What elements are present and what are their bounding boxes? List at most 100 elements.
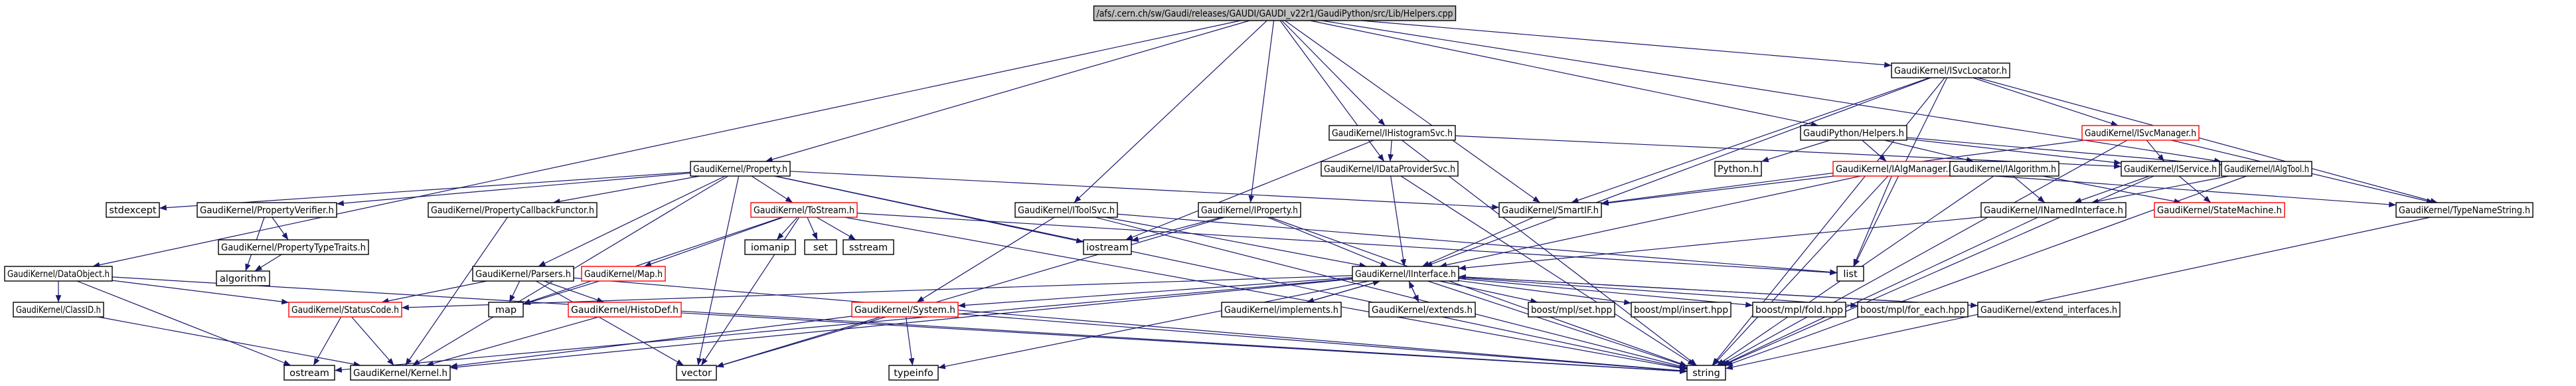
- node-box: [1980, 202, 2127, 218]
- edge-property-to-tostream: [751, 175, 793, 203]
- graph-node-list[interactable]: list: [1836, 266, 1864, 282]
- node-box: [13, 302, 104, 318]
- graph-node-classid[interactable]: GaudiKernel/ClassID.h: [13, 302, 104, 318]
- graph-node-extendifaces[interactable]: GaudiKernel/extend_interfaces.h: [1977, 302, 2121, 318]
- edge-tostream-to-set: [807, 217, 818, 241]
- graph-node-ialgtool[interactable]: GaudiKernel/IAlgTool.h: [2221, 161, 2312, 177]
- graph-node-propverifier[interactable]: GaudiKernel/PropertyVerifier.h: [197, 202, 337, 218]
- edge-iinterface-to-typeinfo: [937, 280, 1370, 369]
- node-box: [106, 202, 160, 218]
- node-label: GaudiKernel/extends.h: [1372, 305, 1473, 316]
- graph-node-sstream[interactable]: sstream: [843, 239, 894, 255]
- graph-node-map[interactable]: map: [488, 302, 524, 318]
- edge-system-to-string: [957, 313, 1688, 374]
- graph-node-iomanip[interactable]: iomanip: [744, 239, 796, 255]
- graph-node-iproperty[interactable]: GaudiKernel/IProperty.h: [1198, 202, 1301, 218]
- edge-iservice-to-statemachine: [2178, 175, 2212, 203]
- edge-itoolsvc-to-iinterface: [1105, 217, 1367, 268]
- graph-node-itoolsvc[interactable]: GaudiKernel/IToolSvc.h: [1014, 202, 1118, 218]
- graph-node-system[interactable]: GaudiKernel/System.h: [851, 302, 959, 318]
- edge-propverifier-to-proptypetraits: [272, 217, 289, 241]
- graph-node-string[interactable]: string: [1686, 365, 1726, 381]
- edge-iinterface-to-kernel: [449, 278, 1353, 370]
- graph-node-iservice[interactable]: GaudiKernel/IService.h: [2121, 161, 2220, 177]
- graph-node-ihistosvc[interactable]: GaudiKernel/IHistogramSvc.h: [1328, 125, 1456, 141]
- edge-iinterface-to-ostream: [334, 278, 1353, 373]
- edge-root-to-gphelpers: [1310, 20, 1818, 128]
- node-label: boost/mpl/for_each.hpp: [1860, 305, 1965, 316]
- graph-node-ialgorithm[interactable]: GaudiKernel/IAlgorithm.h: [1949, 161, 2059, 177]
- node-box: [744, 239, 796, 255]
- graph-node-statuscode[interactable]: GaudiKernel/StatusCode.h: [288, 302, 402, 318]
- graph-node-iostream[interactable]: iostream: [1083, 239, 1132, 255]
- node-box: [1093, 5, 1457, 21]
- edge-ihistosvc-to-idataprovider: [1388, 140, 1394, 162]
- graph-node-mplfold[interactable]: boost/mpl/fold.hpp: [1752, 302, 1846, 318]
- edge-parsers-to-statuscode: [381, 280, 487, 304]
- graph-node-isvclocator[interactable]: GaudiKernel/ISvcLocator.h: [1891, 62, 2010, 78]
- graph-node-histodef[interactable]: GaudiKernel/HistoDef.h: [568, 302, 682, 318]
- node-box: [1498, 202, 1602, 218]
- node-box: [1949, 161, 2059, 177]
- graph-node-ostream[interactable]: ostream: [283, 365, 335, 381]
- edge-tostream-to-list: [856, 213, 1838, 276]
- graph-node-property[interactable]: GaudiKernel/Property.h: [690, 161, 791, 177]
- node-label: Python.h: [1718, 164, 1759, 175]
- graph-node-dataobject[interactable]: GaudiKernel/DataObject.h: [4, 266, 113, 282]
- node-box: [1686, 365, 1726, 381]
- graph-node-mplforeach[interactable]: boost/mpl/for_each.hpp: [1857, 302, 1969, 318]
- node-label: sstream: [849, 242, 888, 253]
- node-label: ostream: [289, 368, 329, 379]
- graph-node-proptypetraits[interactable]: GaudiKernel/PropertyTypeTraits.h: [218, 239, 369, 255]
- graph-node-set[interactable]: set: [804, 239, 837, 255]
- node-box: [2154, 202, 2285, 218]
- node-label: GaudiKernel/StatusCode.h: [291, 305, 399, 316]
- graph-node-mplset[interactable]: boost/mpl/set.hpp: [1528, 302, 1615, 318]
- graph-node-mplinsert[interactable]: boost/mpl/insert.hpp: [1631, 302, 1731, 318]
- edge-extends-to-iinterface: [1408, 280, 1419, 303]
- graph-node-kernel[interactable]: GaudiKernel/Kernel.h: [350, 365, 451, 381]
- edge-isvclocator-to-string: [1712, 77, 1945, 366]
- graph-node-smartif[interactable]: GaudiKernel/SmartIF.h: [1498, 202, 1602, 218]
- node-label: GaudiKernel/IAlgTool.h: [2224, 164, 2309, 175]
- edge-gphelpers-to-python: [1761, 140, 1830, 163]
- node-box: [750, 202, 858, 218]
- graph-node-iinterface[interactable]: GaudiKernel/IInterface.h: [1352, 266, 1459, 282]
- graph-node-gphelpers[interactable]: GaudiPython/Helpers.h: [1800, 125, 1907, 141]
- graph-node-statemachine[interactable]: GaudiKernel/StateMachine.h: [2154, 202, 2285, 218]
- edge-iproperty-to-string: [1269, 217, 1688, 367]
- graph-node-root[interactable]: /afs/.cern.ch/sw/Gaudi/releases/GAUDI/GA…: [1093, 5, 1457, 21]
- graph-node-gkmap[interactable]: GaudiKernel/Map.h: [581, 266, 666, 282]
- edge-iinterface-to-statuscode: [401, 275, 1353, 311]
- node-box: [2081, 125, 2200, 141]
- node-box: [288, 302, 402, 318]
- graph-node-typenamestring[interactable]: GaudiKernel/TypeNameString.h: [2395, 202, 2534, 218]
- graph-node-isvcmanager[interactable]: GaudiKernel/ISvcManager.h: [2081, 125, 2200, 141]
- graph-node-vector[interactable]: vector: [676, 365, 717, 381]
- node-label: boost/mpl/fold.hpp: [1755, 305, 1843, 316]
- edge-itoolsvc-to-list: [1117, 213, 1838, 275]
- edge-typenamestring-to-string: [1725, 217, 2431, 370]
- graph-node-ialgmanager[interactable]: GaudiKernel/IAlgManager.h: [1832, 161, 1957, 177]
- graph-node-stdexcept[interactable]: stdexcept: [106, 202, 160, 218]
- node-label: GaudiKernel/PropertyVerifier.h: [200, 205, 334, 216]
- graph-node-idataprovider[interactable]: GaudiKernel/IDataProviderSvc.h: [1321, 161, 1459, 177]
- graph-node-algorithm[interactable]: algorithm: [216, 270, 270, 286]
- graph-node-tostream[interactable]: GaudiKernel/ToStream.h: [750, 202, 858, 218]
- node-label: iostream: [1086, 242, 1129, 253]
- node-box: [888, 365, 939, 381]
- node-label: GaudiKernel/PropertyTypeTraits.h: [221, 242, 366, 253]
- edge-histodef-to-string: [681, 312, 1688, 374]
- graph-node-propcallback[interactable]: GaudiKernel/PropertyCallbackFunctor.h: [428, 202, 598, 218]
- node-box: [1083, 239, 1132, 255]
- graph-node-typeinfo[interactable]: typeinfo: [888, 365, 939, 381]
- graph-node-parsers[interactable]: GaudiKernel/Parsers.h: [472, 266, 574, 282]
- graph-node-python[interactable]: Python.h: [1714, 161, 1762, 177]
- edge-statuscode-to-kernel: [351, 316, 394, 366]
- graph-node-inamed[interactable]: GaudiKernel/INamedInterface.h: [1980, 202, 2127, 218]
- edge-gphelpers-to-ialgorithm: [1884, 140, 1974, 163]
- edge-root-to-dataobject: [92, 20, 1241, 268]
- graph-node-extends[interactable]: GaudiKernel/extends.h: [1368, 302, 1476, 318]
- edge-histodef-to-kernel: [426, 316, 600, 367]
- graph-node-implements[interactable]: GaudiKernel/implements.h: [1221, 302, 1342, 318]
